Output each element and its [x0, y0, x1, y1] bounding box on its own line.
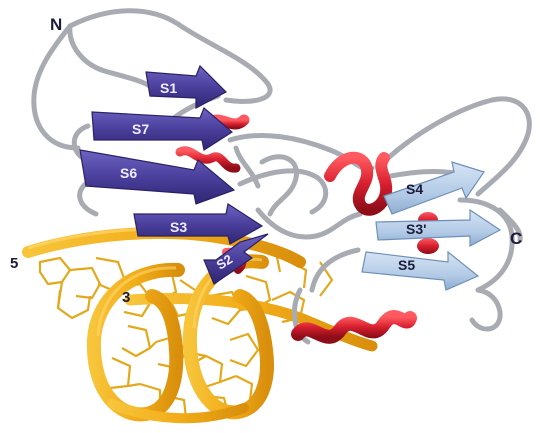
strand-s7	[92, 108, 232, 150]
beta-sheet-dark	[80, 66, 268, 284]
strand-s4-label: S4	[406, 181, 423, 197]
strand-s1	[146, 66, 226, 108]
strand-s6-label: S6	[120, 165, 137, 181]
helix-turn-s5	[417, 238, 439, 254]
dna-duplex	[28, 229, 372, 420]
strand-s3-prime-label: S3'	[406, 221, 426, 237]
c-terminus-label: C	[510, 229, 522, 248]
strand-s5	[362, 252, 478, 290]
strand-s5-label: S5	[398, 257, 415, 273]
strand-s7-label: S7	[132, 121, 149, 137]
strand-s1-label: S1	[160, 80, 177, 96]
n-terminus-label: N	[50, 15, 62, 34]
dna-5-prime-label: 5	[10, 255, 18, 272]
helix-near-s6	[180, 151, 236, 168]
dna-helix-loop-right	[190, 261, 267, 412]
dna-helix-loop-left	[94, 270, 178, 414]
dna-3-prime-label: 3	[122, 289, 130, 306]
strand-s3-label: S3	[170, 219, 187, 235]
strand-s3-prime	[376, 210, 500, 246]
